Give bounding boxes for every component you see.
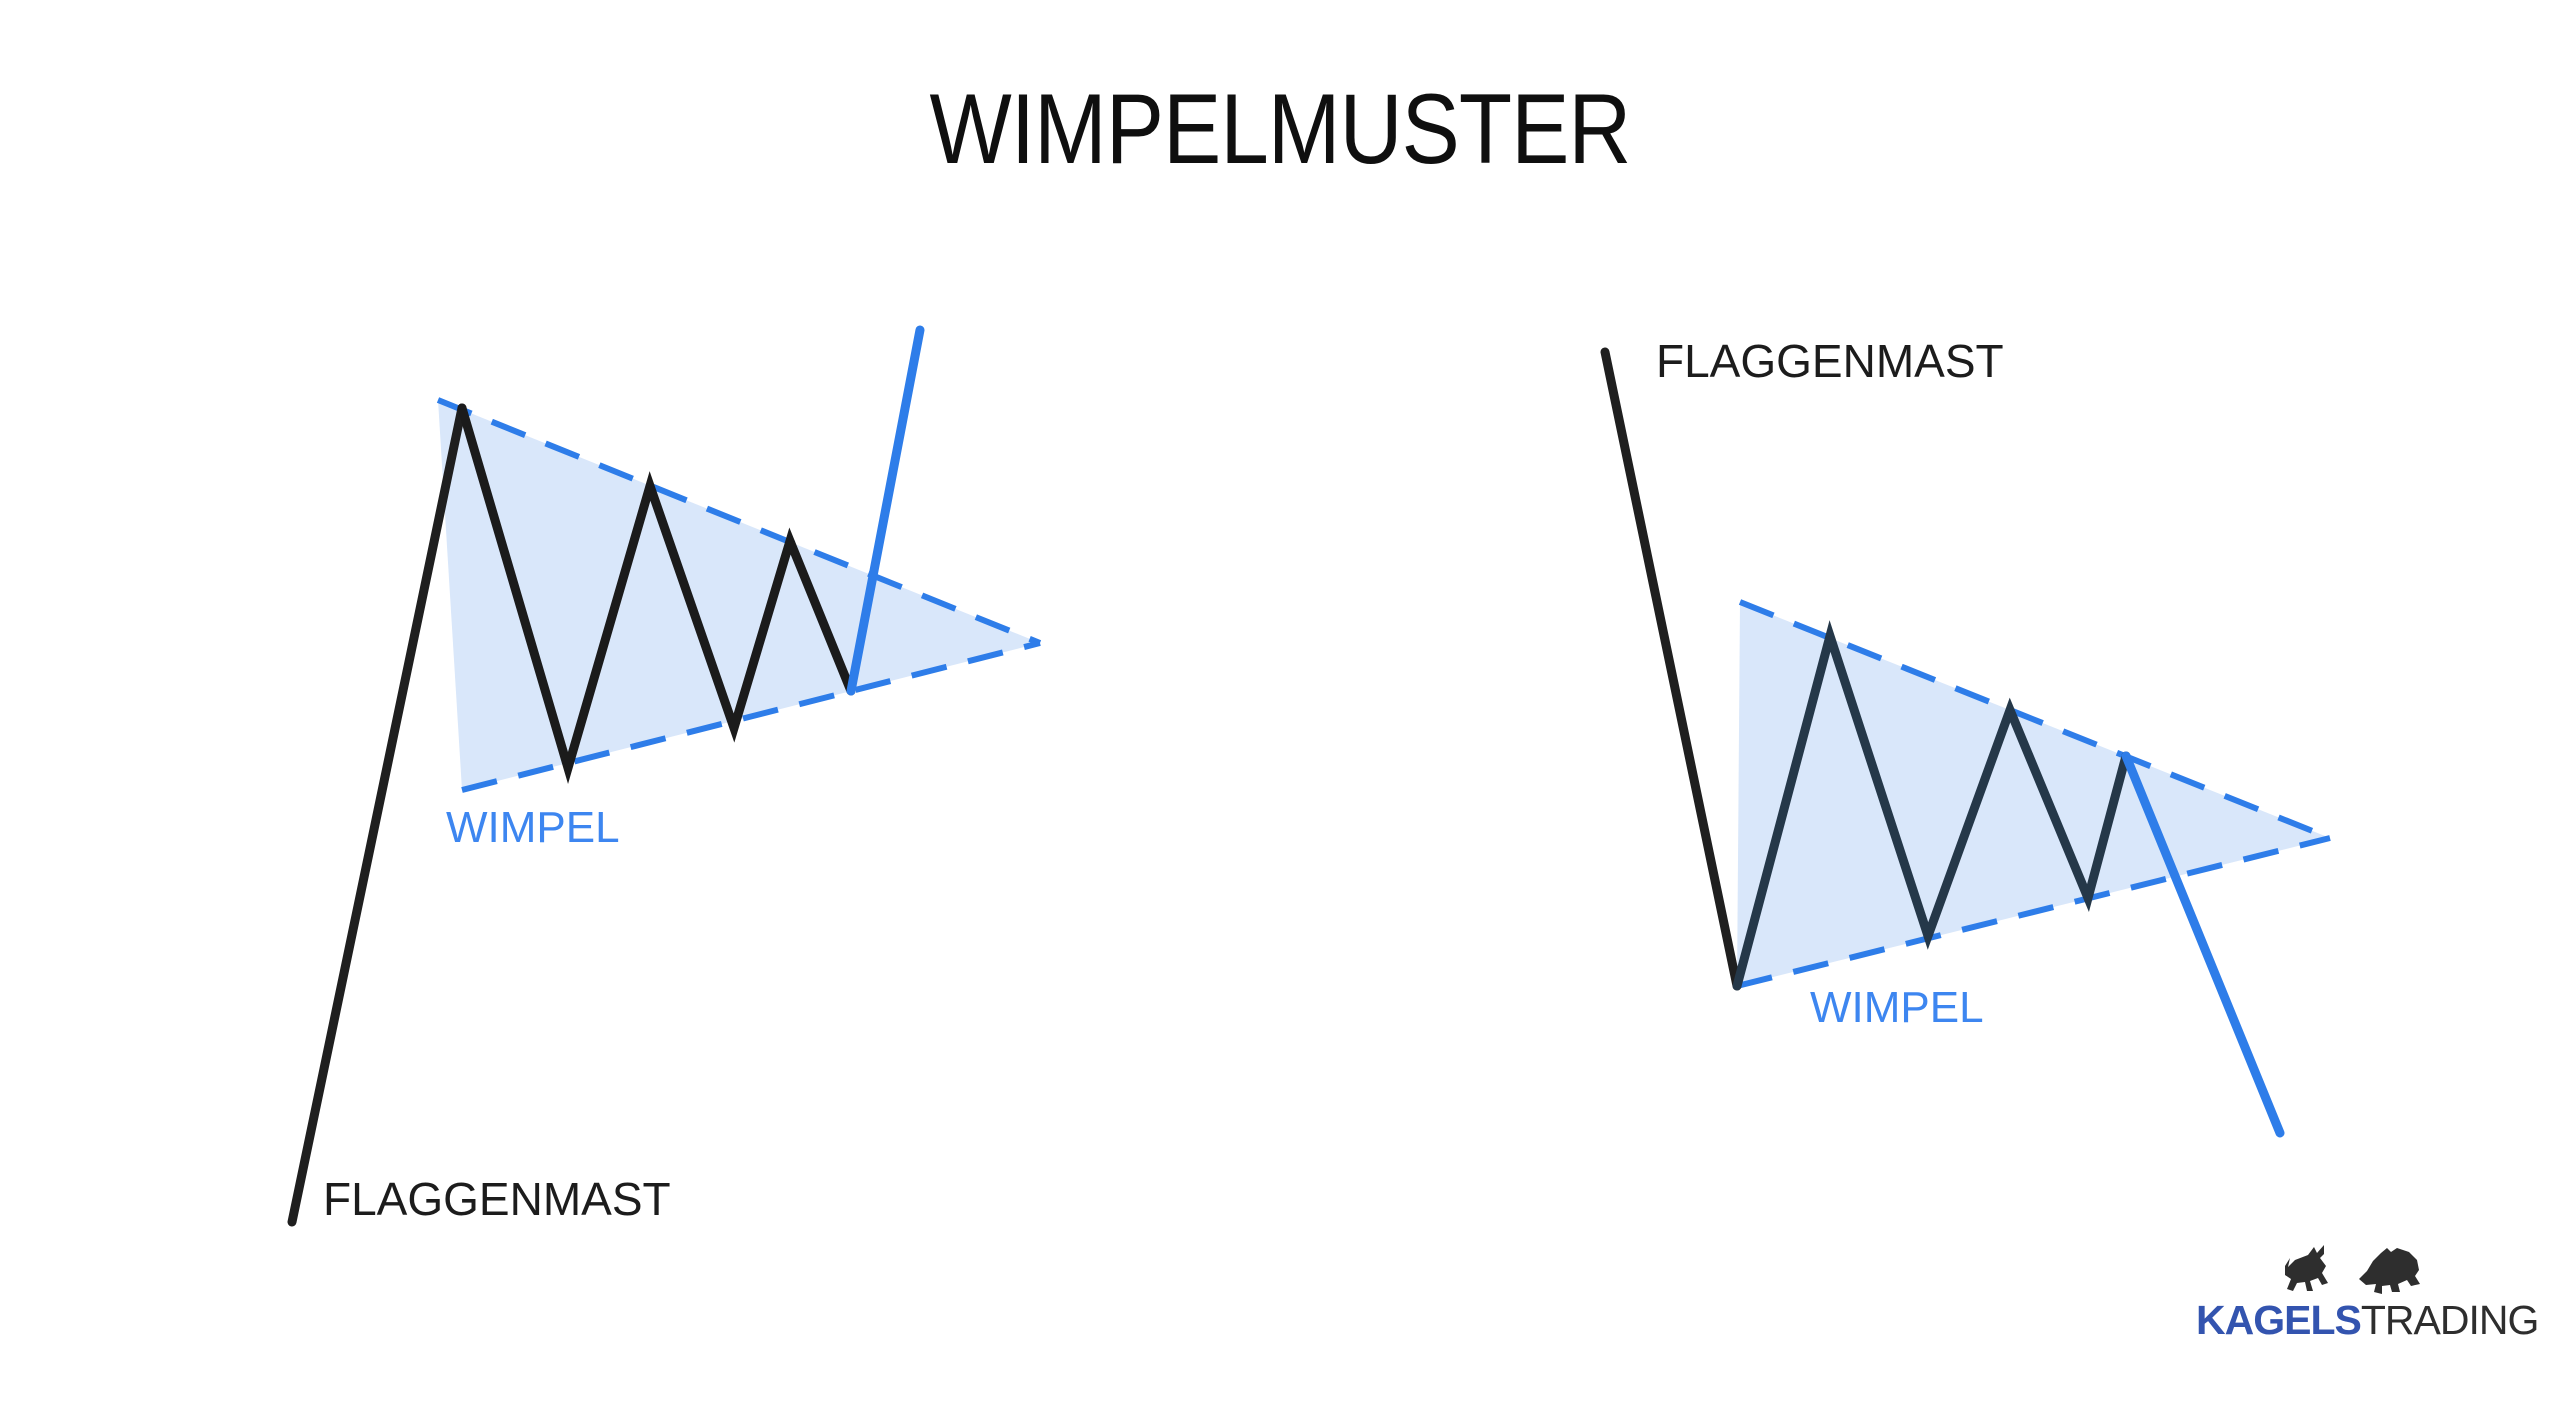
bearish-upper-trendline — [1738, 599, 2332, 841]
logo-animal-icons — [2276, 1238, 2516, 1296]
bullish-flagpole-line — [287, 403, 467, 1227]
bullish-upper-trendline — [436, 397, 1042, 646]
bearish-price-zigzag — [1732, 620, 2131, 991]
bearish-lower-trendline — [1736, 835, 2331, 989]
bull-icon — [2285, 1245, 2328, 1291]
bear-icon — [2359, 1248, 2420, 1294]
bullish-pennant-label: WIMPEL — [446, 803, 620, 852]
logo-brand-secondary: TRADING — [2360, 1297, 2539, 1343]
bullish-price-zigzag — [457, 403, 856, 785]
logo-wordmark: KAGELSTRADING — [2196, 1297, 2539, 1343]
bearish-pennant-label: WIMPEL — [1810, 983, 1984, 1032]
bullish-lower-trendline — [461, 640, 1041, 793]
bearish-flagpole-label: FLAGGENMAST — [1656, 335, 2004, 387]
logo-brand-primary: KAGELS — [2196, 1297, 2362, 1343]
bearish-pennant-diagram — [1600, 347, 2332, 1138]
bullish-flagpole-label: FLAGGENMAST — [323, 1173, 671, 1225]
bearish-breakdown-line — [2121, 751, 2285, 1138]
bullish-pennant-diagram — [287, 325, 1042, 1227]
page-title: WIMPELMUSTER — [929, 73, 1632, 184]
kagels-trading-logo: KAGELSTRADING — [2196, 1238, 2539, 1343]
bullish-pennant-triangle — [438, 400, 1040, 790]
bearish-flagpole-line — [1600, 347, 1742, 991]
bullish-breakout-line — [846, 325, 925, 696]
bearish-pennant-triangle — [1737, 602, 2330, 986]
